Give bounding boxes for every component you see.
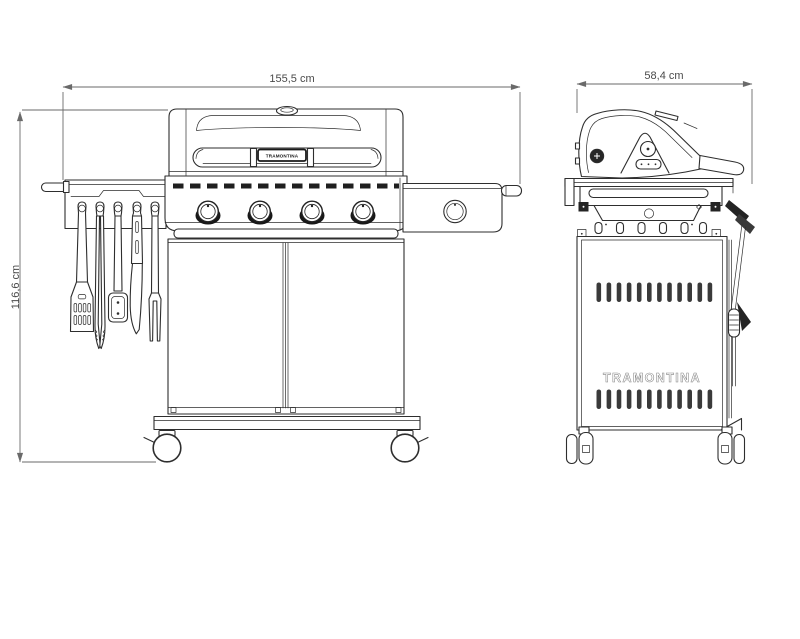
width-dimension: 155,5 cm	[62, 73, 521, 184]
width-dimension-label: 155,5 cm	[269, 73, 314, 85]
front-control-panel	[164, 175, 408, 232]
lid-embossed-panel	[196, 115, 361, 131]
side-burner-knob	[443, 199, 467, 224]
depth-dimension: 58,4 cm	[576, 70, 753, 184]
height-dimension: 116,6 cm	[10, 109, 168, 463]
side-shelf-edge	[564, 177, 734, 207]
side-view-drawing: TRAMONTINA	[564, 109, 755, 465]
side-front-handle-profile	[588, 188, 709, 199]
hanging-tools	[69, 201, 162, 350]
height-dimension-label: 116,6 cm	[10, 265, 22, 309]
handle-logo-badge	[257, 148, 307, 162]
front-right-caster	[390, 429, 420, 463]
spatula-tool	[69, 201, 95, 333]
fork-tool	[148, 201, 162, 342]
side-view-wheels	[565, 417, 746, 465]
front-view-drawing: TRAMONTINA	[40, 105, 523, 463]
tool-grip-profile	[727, 308, 741, 338]
side-lid-vent-tab	[654, 110, 679, 122]
grease-tray	[173, 228, 399, 239]
side-lid-emblem	[620, 132, 670, 174]
cabinet-doors	[167, 238, 405, 415]
right-shelf-body	[402, 182, 503, 233]
side-cabinet: TRAMONTINA	[576, 235, 728, 431]
knife-tool	[129, 201, 144, 335]
front-left-caster	[152, 429, 182, 463]
side-rear-brace	[720, 417, 743, 431]
side-panel-logo: TRAMONTINA	[603, 371, 701, 385]
vent-slots-bottom-row	[596, 389, 713, 409]
side-lid-inner-wall	[586, 115, 693, 173]
cabinet-base-rail	[153, 415, 421, 431]
side-lid	[574, 109, 745, 179]
front-view-wheels	[143, 429, 429, 463]
side-firebox	[577, 185, 723, 239]
right-shelf-handle-tab	[500, 184, 523, 197]
side-slot-row	[594, 221, 708, 235]
left-shelf-groove	[70, 190, 167, 197]
tongs-tool	[94, 201, 106, 350]
side-firebox-tray	[593, 204, 702, 222]
side-hanging-tools	[725, 200, 755, 419]
front-cabinet	[153, 238, 421, 431]
front-lid: TRAMONTINA	[168, 105, 404, 177]
side-lid-handle	[698, 154, 745, 176]
lid-handle: TRAMONTINA	[192, 147, 382, 168]
vent-slots-top-row	[596, 282, 713, 302]
depth-dimension-label: 58,4 cm	[644, 70, 683, 82]
grill-brush-tool	[107, 201, 129, 323]
handle-logo-text: TRAMONTINA	[266, 154, 299, 159]
front-right-shelf	[402, 182, 523, 233]
